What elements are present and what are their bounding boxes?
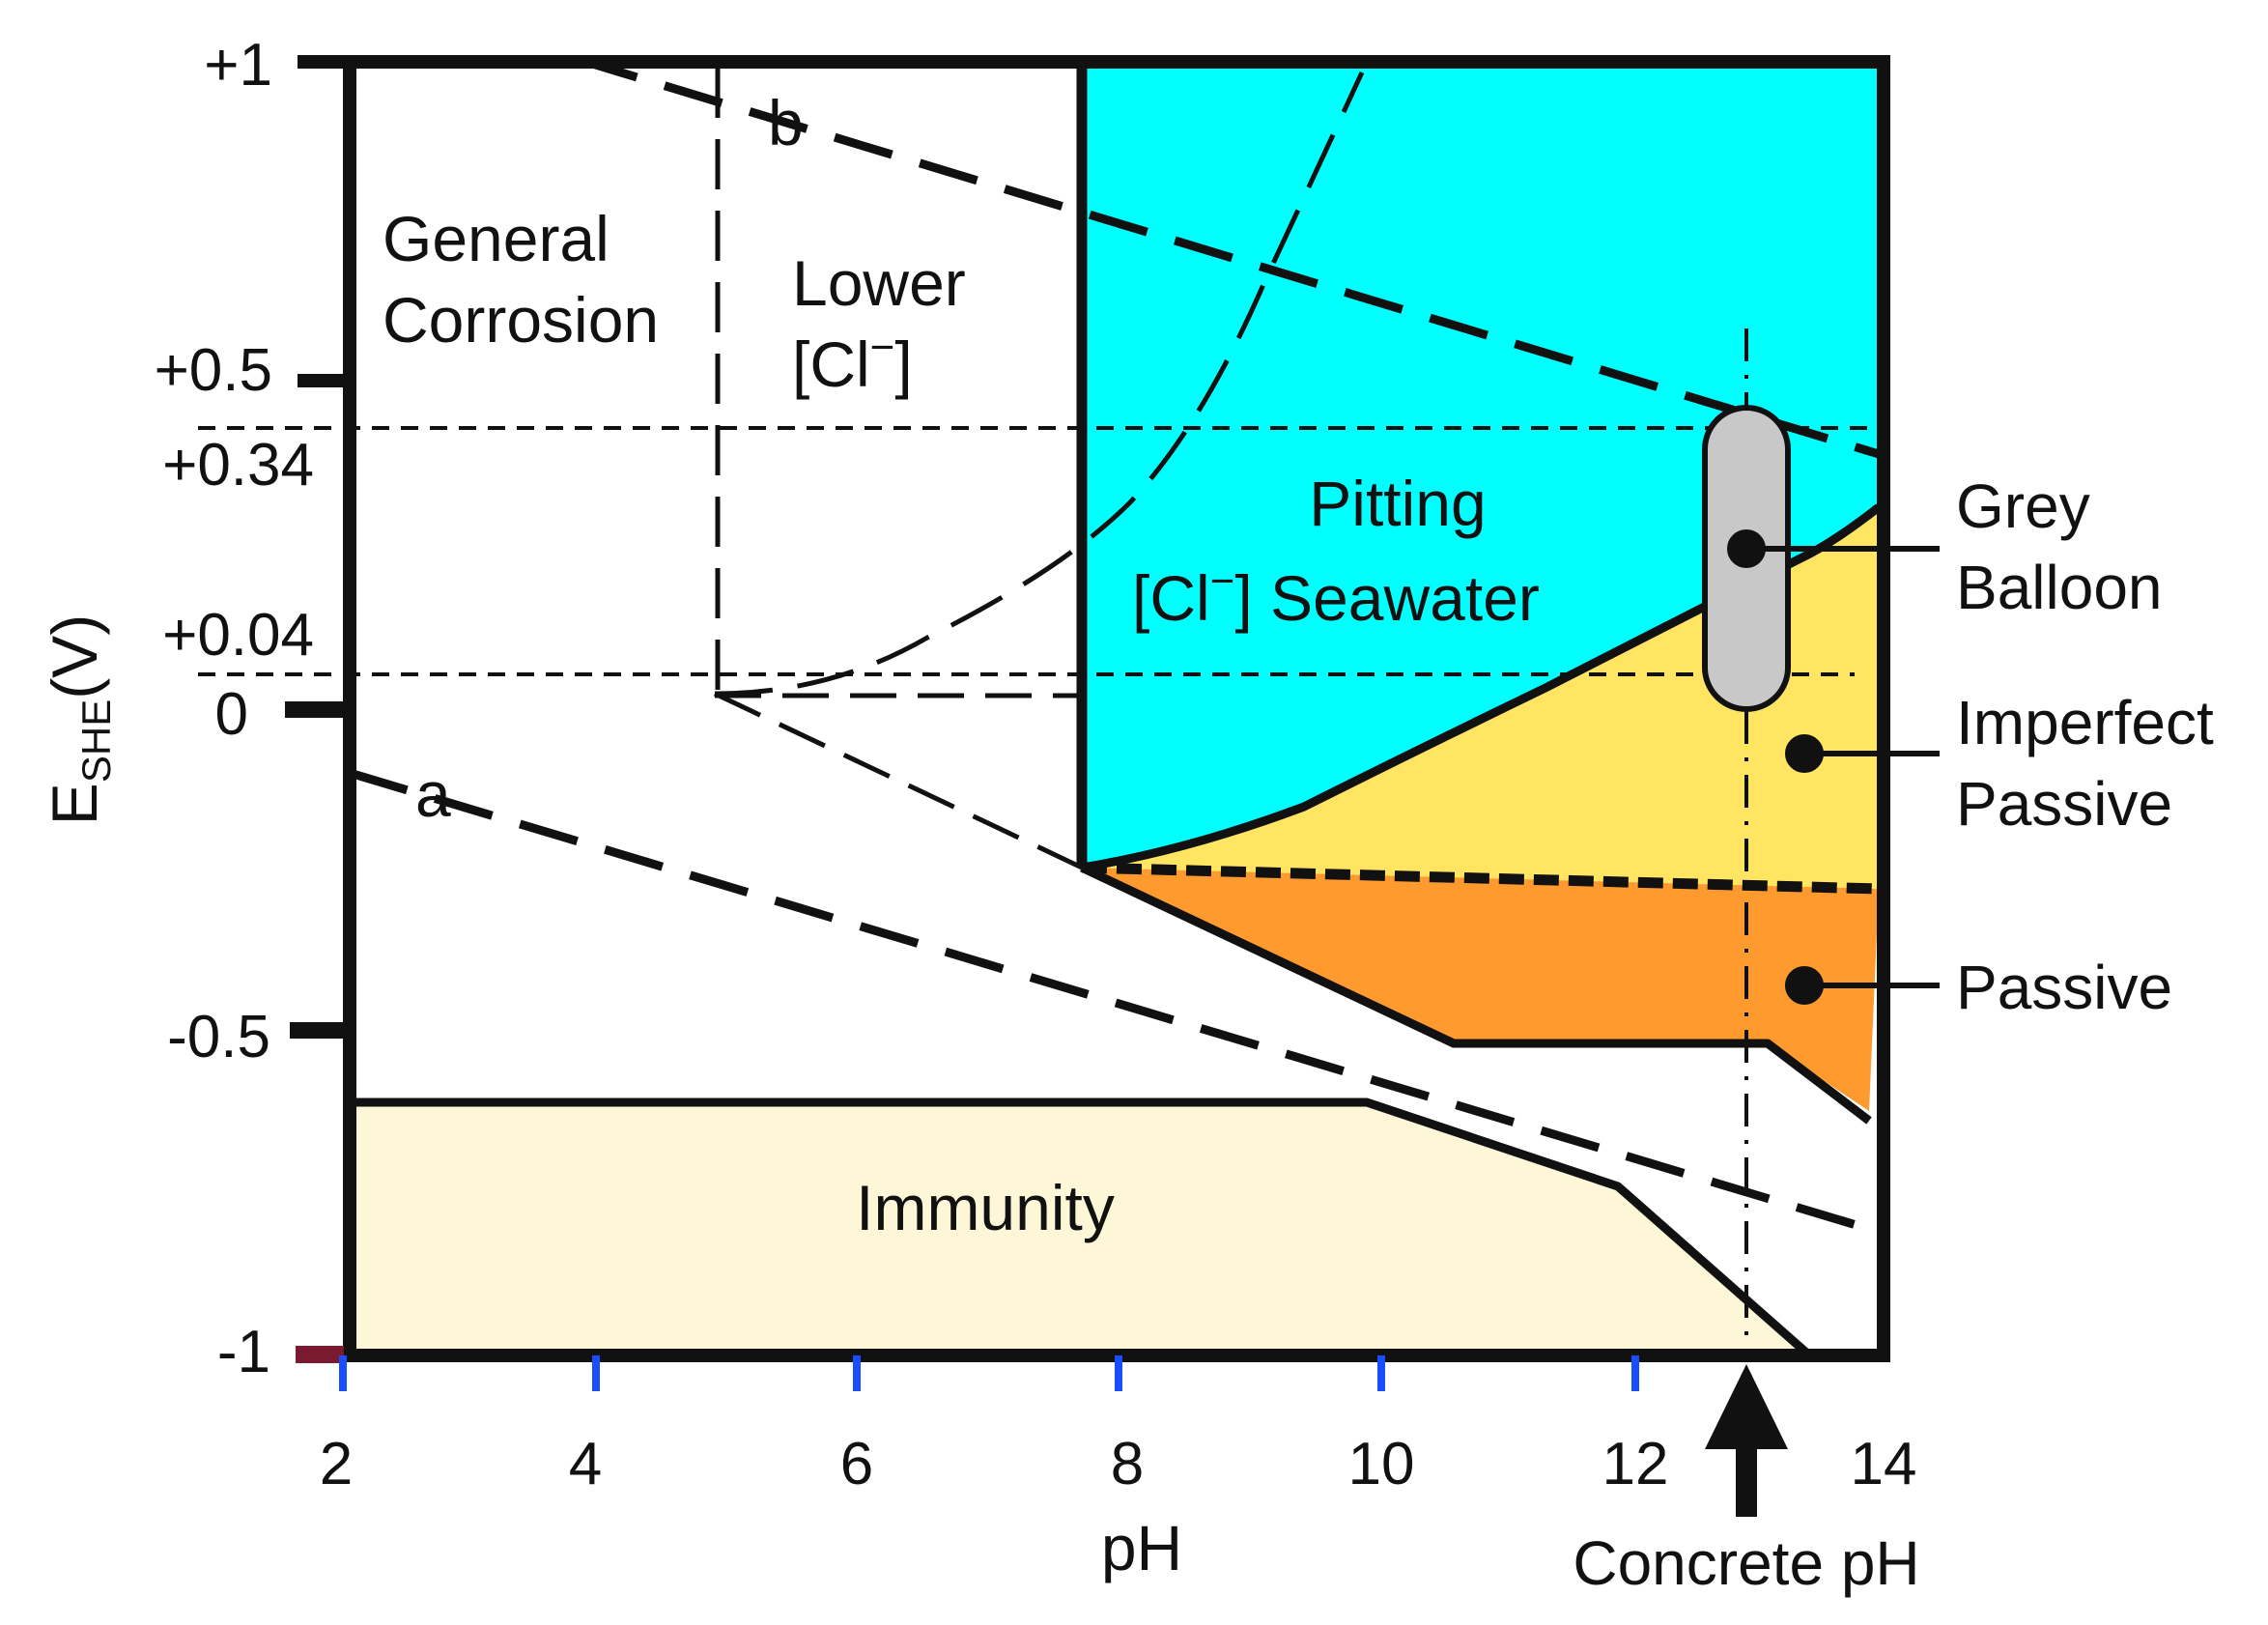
- line-a-label: a: [415, 758, 451, 830]
- x-tick-label: 6: [840, 1431, 873, 1497]
- passive-region: [1082, 868, 1879, 1111]
- grey-balloon-line-2: Balloon: [1956, 553, 2163, 622]
- y-axis-title-main: E: [39, 783, 110, 825]
- imperfect-passive-line-1: Imperfect: [1956, 688, 2214, 757]
- y-tick-label: -1: [217, 1319, 270, 1385]
- imperfect-passive-line-2: Passive: [1956, 769, 2172, 839]
- y-tick-label: +1: [204, 32, 272, 99]
- passive-lower-boundary: [1080, 863, 1872, 1125]
- immunity-boundary: [350, 1098, 1809, 1356]
- x-tick-labels: 2 4 6 8 10 12 14: [320, 1431, 1917, 1497]
- x-tick-label: 12: [1602, 1431, 1669, 1497]
- general-corrosion-line-2: Corrosion: [383, 284, 659, 356]
- general-corrosion-line-1: General: [383, 203, 610, 274]
- y-tick-label: -0.5: [167, 1004, 270, 1070]
- y-tick-label: +0.34: [162, 432, 314, 499]
- imperfect-passive-label: Imperfect Passive: [1956, 688, 2231, 839]
- x-tick-label: 14: [1851, 1431, 1917, 1497]
- callout-lines: [1727, 529, 1940, 1005]
- grey-balloon-dot: [1727, 529, 1766, 568]
- arrow-head-icon: [1705, 1364, 1788, 1449]
- x-tick-label: 10: [1348, 1431, 1415, 1497]
- concrete-ph-label: Concrete pH: [1573, 1528, 1919, 1598]
- x-axis-title: pH: [1101, 1512, 1182, 1583]
- pitting-cl: [Cl: [1132, 562, 1210, 634]
- plot-frame: [343, 55, 1890, 1362]
- passive-dot: [1785, 966, 1824, 1005]
- y-tick-marks: [285, 55, 350, 1363]
- passive-label: Passive: [1956, 953, 2172, 1022]
- x-tick-label: 4: [569, 1431, 602, 1497]
- grey-balloon-label: Grey Balloon: [1956, 471, 2163, 622]
- pitting-superscript: −: [1210, 557, 1235, 605]
- line-b-label: b: [768, 87, 804, 158]
- lower-cl-line-2: [Cl: [792, 328, 870, 400]
- pitting-potential-curve: [714, 71, 1365, 697]
- imperfect-passive-dot: [1785, 734, 1824, 773]
- y-tick-label: +0.5: [155, 337, 272, 404]
- pitting-region: [1082, 68, 1879, 868]
- y-axis-title: ESHE(V): [39, 614, 119, 825]
- lower-cl-superscript: −: [870, 324, 895, 371]
- general-corrosion-label: General Corrosion: [383, 203, 659, 356]
- concrete-ph-arrow: [1705, 1364, 1788, 1517]
- imperfect-passive-region: [1082, 507, 1879, 889]
- pitting-seawater-label: [Cl−] Seawater: [1132, 557, 1540, 634]
- boundary-diagonal: [713, 691, 1084, 870]
- pitting-label: Pitting: [1309, 468, 1486, 539]
- line-b: [578, 55, 1881, 459]
- passive-upper-boundary: [1081, 862, 1880, 895]
- y-axis-title-subscript: SHE: [73, 699, 119, 783]
- y-tick-labels: +1 +0.5 +0.34 +0.04 0 -0.5 -1: [155, 32, 314, 1385]
- immunity-label: Immunity: [856, 1172, 1115, 1243]
- y-tick-label: +0.04: [162, 602, 314, 669]
- lower-cl-bracket: ]: [894, 328, 912, 400]
- x-tick-label: 8: [1111, 1431, 1144, 1497]
- y-tick-minus-1: [296, 1346, 344, 1363]
- pitting-seawater: ] Seawater: [1234, 562, 1540, 634]
- x-tick-label: 2: [320, 1431, 353, 1497]
- x-tick-marks: [339, 1355, 1639, 1391]
- lower-cl-line-1: Lower: [792, 247, 966, 319]
- immunity-region: [350, 1102, 1797, 1351]
- grey-balloon-line-1: Grey: [1956, 471, 2090, 541]
- y-axis-title-unit: (V): [39, 614, 110, 699]
- lower-cl-label: Lower [Cl−]: [792, 247, 983, 400]
- dashed-lines: [198, 55, 1881, 1351]
- y-tick-label: 0: [215, 681, 248, 748]
- arrow-shaft: [1736, 1445, 1757, 1517]
